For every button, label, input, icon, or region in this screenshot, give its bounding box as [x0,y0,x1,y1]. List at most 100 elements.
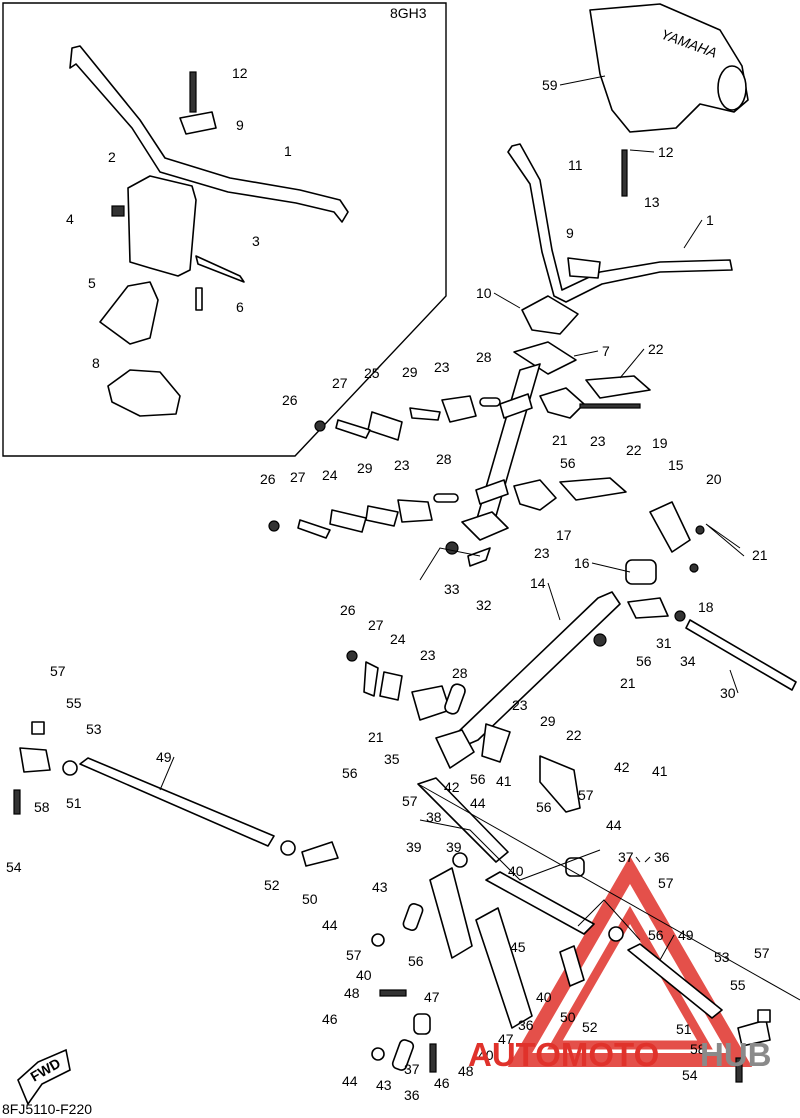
callout-24: 24 [390,631,406,647]
callout-23: 23 [394,457,410,473]
callout-57: 57 [658,875,674,891]
leader-line [683,219,703,249]
leader-line [547,582,561,621]
callout-21: 21 [752,547,768,563]
inset-callout-12: 12 [232,65,248,81]
callout-54: 54 [6,859,22,875]
watermark-word-2: HUB [700,1036,772,1073]
callout-42: 42 [444,779,460,795]
inset-handlebar [69,45,349,223]
callout-51: 51 [66,795,82,811]
callout-51: 51 [676,1021,692,1037]
callout-57: 57 [402,793,418,809]
inset-cover [107,369,181,417]
leader-line [559,75,606,86]
callout-56: 56 [636,653,652,669]
callout-21: 21 [620,675,636,691]
callout-34: 34 [680,653,696,669]
callout-41: 41 [652,763,668,779]
callout-23: 23 [590,433,606,449]
callout-40: 40 [536,989,552,1005]
callout-56: 56 [342,765,358,781]
callout-25: 25 [364,365,380,381]
callout-58: 58 [690,1041,706,1057]
pitman-arm [417,723,581,863]
leader-line [644,856,651,863]
callout-40: 40 [478,1047,494,1063]
callout-23: 23 [512,697,528,713]
callout-23: 23 [534,545,550,561]
callout-13: 13 [644,194,660,210]
leader-line [729,669,739,694]
callout-45: 45 [510,939,526,955]
callout-28: 28 [436,451,452,467]
idler-arm-rear [371,907,533,1073]
leader-line [629,149,655,153]
inset-callout-2: 2 [108,149,116,165]
callout-11: 11 [568,157,583,173]
callout-37: 37 [404,1061,420,1077]
callout-58: 58 [34,799,50,815]
callout-56: 56 [536,799,552,815]
leader-line [159,756,175,791]
callout-39: 39 [446,839,462,855]
callout-35: 35 [384,751,400,767]
inset-callout-6: 6 [236,299,244,315]
group-lines [419,523,800,1001]
leader-line [635,856,641,863]
inset-callout-1: 1 [284,143,292,159]
callout-44: 44 [342,1073,358,1089]
callout-59: 59 [542,77,558,93]
callout-32: 32 [476,597,492,613]
callout-29: 29 [402,364,418,380]
leader-line [591,562,631,573]
callout-47: 47 [424,989,440,1005]
leader-line [659,934,675,961]
handlebar [507,143,733,303]
callout-38: 38 [426,809,442,825]
watermark-triangle [507,856,753,1067]
handlebar-cover: YAMAHA [589,3,749,133]
center-link [452,852,595,935]
callout-54: 54 [682,1067,698,1083]
callout-52: 52 [582,1019,598,1035]
callout-48: 48 [344,985,360,1001]
callout-44: 44 [322,917,338,933]
inset-bracket [99,281,203,345]
callout-19: 19 [652,435,668,451]
callout-22: 22 [566,727,582,743]
callout-29: 29 [357,460,373,476]
callout-33: 33 [444,581,460,597]
callout-56: 56 [470,771,486,787]
callout-14: 14 [530,575,546,591]
callout-22: 22 [648,341,664,357]
callout-48: 48 [458,1063,474,1079]
callout-27: 27 [368,617,384,633]
callout-31: 31 [656,635,672,651]
callout-7: 7 [602,343,610,359]
callout-41: 41 [496,773,512,789]
leader-line [493,292,521,309]
callout-50: 50 [560,1009,576,1025]
inset-code: 8GH3 [390,5,427,21]
callout-40: 40 [508,863,524,879]
callout-56: 56 [560,455,576,471]
callout-52: 52 [264,877,280,893]
inset-callout-3: 3 [252,233,260,249]
right-upper-bracket [539,375,651,419]
callout-42: 42 [614,759,630,775]
inset-frame [2,2,447,457]
callout-28: 28 [476,349,492,365]
callout-15: 15 [668,457,684,473]
inset-callout-5: 5 [88,275,96,291]
callout-56: 56 [648,927,664,943]
callout-30: 30 [720,685,736,701]
inset-callout-4: 4 [66,211,74,227]
inset-callout-9: 9 [236,117,244,133]
callout-26: 26 [340,602,356,618]
callout-43: 43 [376,1077,392,1093]
callout-12: 12 [658,144,674,160]
